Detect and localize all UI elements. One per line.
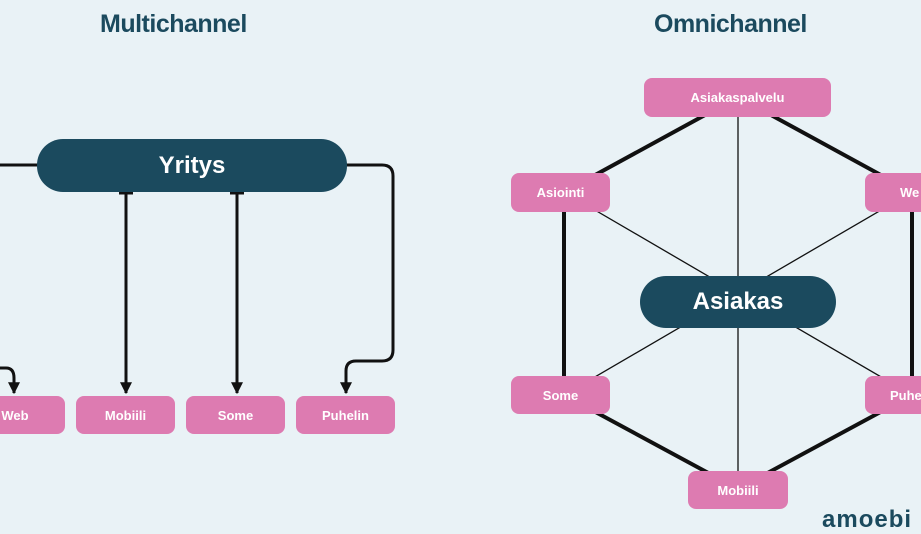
- omnichannel-web-channel: We: [865, 173, 921, 212]
- omnichannel-asiakaspalvelu-channel: Asiakaspalvelu: [644, 78, 831, 117]
- omnichannel-title: Omnichannel: [654, 10, 807, 38]
- brand-logo: amoebi: [822, 506, 913, 533]
- yritys-label: Yritys: [158, 151, 226, 179]
- mobiili-label: Mobiili: [104, 407, 147, 423]
- multichannel-title: Multichannel: [100, 10, 247, 38]
- omnichannel-some-channel: Some: [511, 376, 610, 414]
- some-label: Some: [217, 407, 254, 423]
- multichannel-mobiili-channel: Mobiili: [76, 396, 175, 434]
- omnichannel-asiointi-channel: Asiointi: [511, 173, 610, 212]
- puhelin-label: Puhelin: [322, 407, 369, 423]
- web-arrow-line: [0, 366, 20, 395]
- yritys-to-puhelin-line: [340, 163, 395, 395]
- multichannel-web-channel: Web: [0, 396, 65, 434]
- yritys-hub: Yritys: [37, 139, 347, 192]
- omnichannel-puhelin-channel: Puhe: [865, 376, 921, 414]
- web-label: Web: [1, 407, 29, 423]
- omni-mobiili-label: Mobiili: [717, 482, 759, 498]
- multichannel-puhelin-channel: Puhelin: [296, 396, 395, 434]
- we-label: We: [900, 185, 920, 200]
- omnichannel-mobiili-channel: Mobiili: [688, 471, 788, 509]
- asiakas-label: Asiakas: [692, 288, 784, 315]
- asiointi-label: Asiointi: [536, 185, 585, 200]
- asiakas-hub: Asiakas: [640, 276, 836, 328]
- asiakaspalvelu-label: Asiakaspalvelu: [690, 90, 785, 105]
- omni-some-label: Some: [542, 387, 579, 403]
- puhe-label: Puhe: [890, 387, 921, 403]
- multichannel-some-channel: Some: [186, 396, 285, 434]
